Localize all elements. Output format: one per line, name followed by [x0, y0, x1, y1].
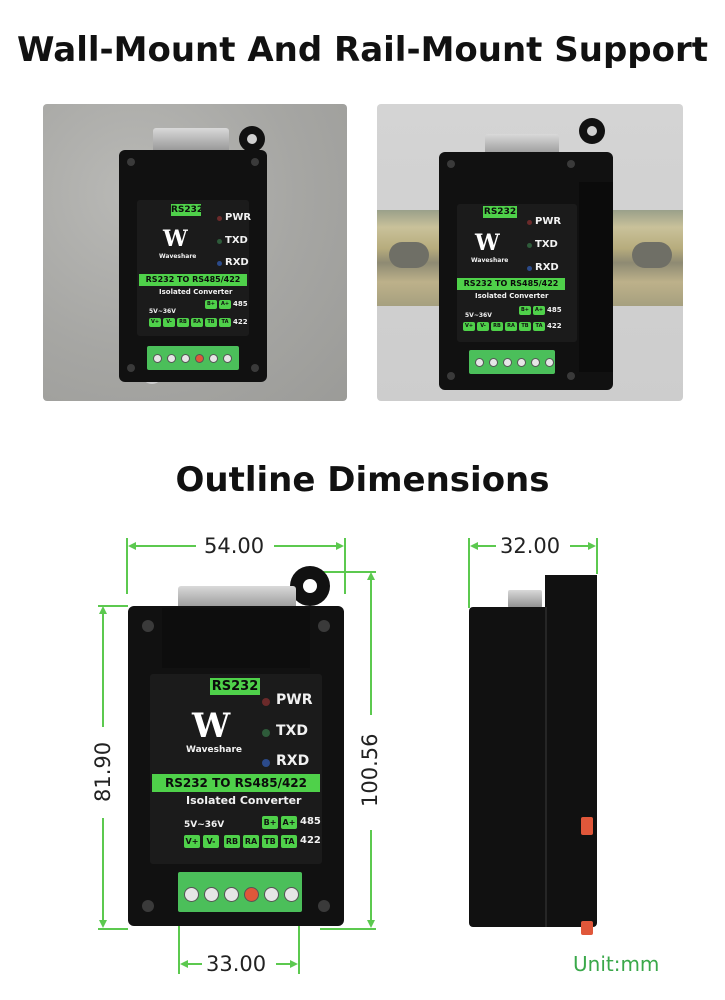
pin-v-plus: V+	[463, 322, 475, 331]
voltage-label: 5V~36V	[465, 312, 492, 319]
rxd-label: RXD	[276, 753, 310, 769]
pin-v-plus: V+	[184, 835, 200, 848]
converter-device: RS232 PWR TXD RXD W Waveshare RS232 TO R…	[119, 150, 267, 382]
pin-a-plus: A+	[281, 816, 297, 829]
pin-v-minus: V-	[163, 318, 175, 327]
pin-ra: RA	[191, 318, 203, 327]
pin-rb: RB	[224, 835, 240, 848]
converter-device: RS232 PWR TXD RXD W Waveshare RS232 TO R…	[439, 152, 613, 390]
mounting-hole	[303, 579, 317, 593]
txd-label: TXD	[535, 239, 558, 250]
pin-v-minus: V-	[477, 322, 489, 331]
rxd-led	[527, 266, 532, 271]
pwr-led	[527, 220, 532, 225]
rxd-label: RXD	[225, 257, 249, 268]
subtitle-label: Isolated Converter	[475, 292, 549, 300]
brand-label: Waveshare	[159, 253, 197, 260]
subtitle-label: Isolated Converter	[159, 288, 233, 296]
converter-side-view	[469, 575, 597, 935]
txd-label: TXD	[276, 723, 308, 739]
row-422-label: 422	[300, 835, 321, 846]
voltage-label: 5V~36V	[184, 820, 225, 830]
model-label: RS232 TO RS485/422	[139, 274, 247, 286]
db9-side	[508, 590, 542, 608]
subtitle-label: Isolated Converter	[186, 794, 302, 807]
brand-label: Waveshare	[186, 745, 243, 755]
waveshare-logo: W	[192, 706, 231, 746]
pin-ta: TA	[533, 322, 545, 331]
pin-tb: TB	[519, 322, 531, 331]
rs232-label: RS232	[210, 678, 260, 695]
row-485-label: 485	[233, 300, 248, 308]
db9-connector	[153, 128, 229, 154]
pin-b-plus: B+	[262, 816, 278, 829]
rail-mount-photo: RS232 PWR TXD RXD W Waveshare RS232 TO R…	[377, 104, 683, 401]
pwr-label: PWR	[535, 216, 562, 227]
rs232-label: RS232	[171, 204, 201, 216]
pin-a-plus: A+	[219, 300, 231, 309]
row-485-label: 485	[300, 816, 321, 827]
pin-ta: TA	[219, 318, 231, 327]
pin-ra: RA	[505, 322, 517, 331]
rail-slot	[389, 242, 429, 268]
dim-depth: 32.00	[500, 534, 561, 558]
waveshare-logo: W	[163, 226, 188, 252]
pin-b-plus: B+	[205, 300, 217, 309]
pin-tb: TB	[262, 835, 278, 848]
pin-rb: RB	[491, 322, 503, 331]
pwr-label: PWR	[225, 212, 252, 223]
row-422-label: 422	[547, 322, 562, 330]
pin-ra: RA	[243, 835, 259, 848]
mounting-hole	[247, 134, 257, 144]
pin-a-plus: A+	[533, 306, 545, 315]
dim-width-bottom: 33.00	[206, 952, 267, 976]
model-label: RS232 TO RS485/422	[152, 774, 320, 792]
txd-led	[527, 243, 532, 248]
pin-v-plus: V+	[149, 318, 161, 327]
mounting-hole	[587, 126, 597, 136]
voltage-label: 5V~36V	[149, 308, 176, 315]
txd-led	[262, 729, 270, 737]
pwr-led	[262, 698, 270, 706]
unit-label: Unit:mm	[573, 952, 660, 976]
outline-dimensions-heading: Outline Dimensions	[175, 460, 550, 500]
pin-rb: RB	[177, 318, 189, 327]
pwr-label: PWR	[276, 692, 313, 708]
dim-width-top: 54.00	[204, 534, 265, 558]
mount-support-heading: Wall-Mount And Rail-Mount Support	[16, 30, 709, 70]
pin-b-plus: B+	[519, 306, 531, 315]
pwr-led	[217, 216, 222, 221]
model-label: RS232 TO RS485/422	[457, 278, 565, 290]
rail-slot	[632, 242, 672, 268]
wall-mount-photo: RS232 PWR TXD RXD W Waveshare RS232 TO R…	[43, 104, 347, 401]
row-422-label: 422	[233, 318, 248, 326]
pin-v-minus: V-	[203, 835, 219, 848]
rxd-led	[217, 261, 222, 266]
rxd-led	[262, 759, 270, 767]
rxd-label: RXD	[535, 262, 559, 273]
pin-tb: TB	[205, 318, 217, 327]
rs232-label: RS232	[483, 206, 517, 218]
converter-front-view: RS232 PWR TXD RXD W Waveshare RS232 TO R…	[128, 606, 344, 926]
txd-led	[217, 239, 222, 244]
txd-label: TXD	[225, 235, 248, 246]
row-485-label: 485	[547, 306, 562, 314]
waveshare-logo: W	[475, 230, 500, 256]
pin-ta: TA	[281, 835, 297, 848]
brand-label: Waveshare	[471, 257, 509, 264]
